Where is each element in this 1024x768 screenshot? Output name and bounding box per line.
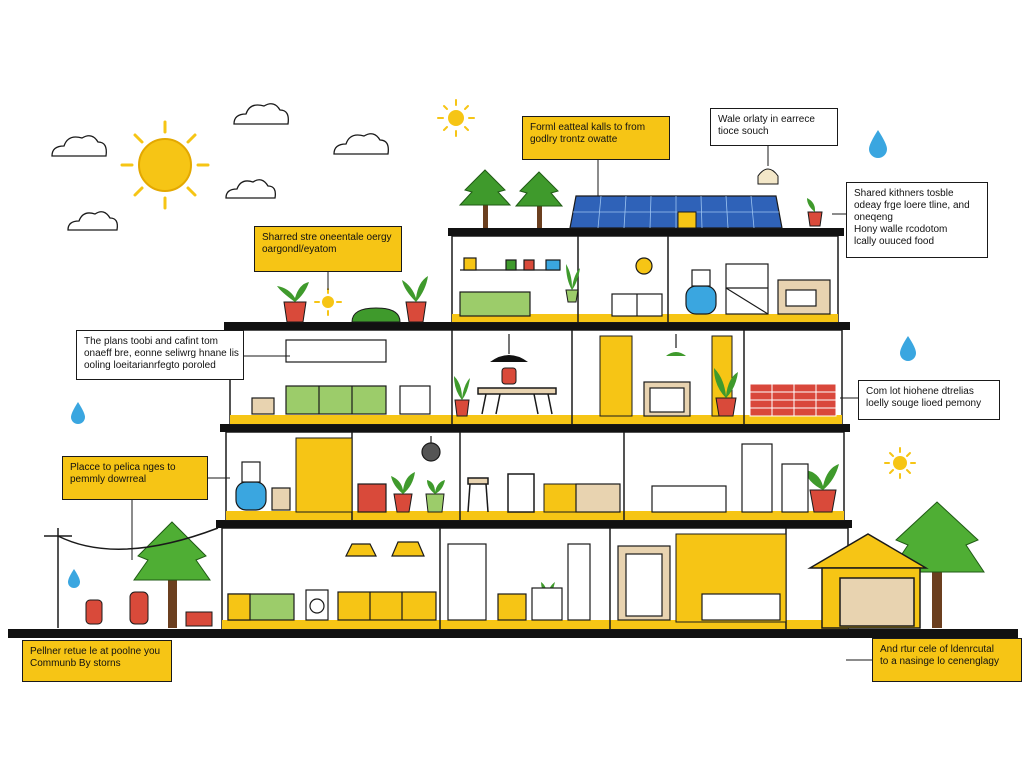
callout-rooftop-food: Forml eatteal kalls to from godlry tront…: [522, 116, 670, 160]
water-tank: [685, 269, 717, 315]
accent-wall: [295, 437, 353, 513]
callout-technology: And rtur cele of ldenrcutal to a nasinge…: [872, 638, 1022, 682]
callout-text: Shared kithners tosble: [854, 188, 954, 199]
brick-counter: [749, 383, 837, 417]
water-heater: [235, 461, 291, 511]
callout-text: to a nasinge lo cenenglagy: [880, 656, 999, 667]
power-pole-icon: [44, 527, 219, 628]
water-drop-icon: [900, 336, 916, 361]
tree-icon: [458, 169, 512, 228]
potted-plant-icon: [565, 264, 580, 303]
work-bench: [575, 443, 809, 513]
tree-icon: [133, 521, 211, 628]
small-sun-icon: [884, 447, 916, 479]
callout-text: Communb By storns: [30, 658, 121, 669]
shelf-unit: [459, 257, 561, 317]
callout-water-storage: Wale orlaty in earrece tioce souch: [710, 108, 838, 146]
potted-plant-icon: [714, 368, 738, 417]
potted-plant-icon: [402, 276, 428, 323]
side-table: [357, 436, 441, 513]
callout-text: onaeff bre, eonne seliwrg hnane lis: [84, 348, 239, 359]
callout-text: ooling loeitarianrfegto poroled: [84, 360, 216, 371]
shed-icon: [807, 533, 929, 629]
water-drop-icon: [71, 402, 85, 424]
storage-crates: [725, 263, 831, 315]
callout-text: The plans toobi and cafint tom: [84, 336, 218, 347]
gas-cylinder-icon: [85, 591, 213, 627]
callout-local-kitchens: Com lot hiohene dtrelias loelly souge li…: [858, 380, 1000, 420]
callout-text: And rtur cele of ldenrcutal: [880, 644, 994, 655]
callout-pantry-control: Placce to pelica nges to pemmly dowrreal: [62, 456, 208, 500]
potted-plant-icon: [805, 464, 839, 513]
small-sun-icon: [437, 99, 475, 137]
callout-text: pemmly dowrreal: [70, 474, 147, 485]
ground-line: [8, 629, 1018, 638]
callout-text: oargondl/eyatom: [262, 244, 337, 255]
potted-plant-icon: [425, 480, 445, 513]
cloud-icon: [233, 103, 289, 125]
rooftop-garden: [351, 211, 697, 323]
cloud-icon: [51, 135, 107, 157]
tree-icon: [889, 501, 985, 628]
callout-text: tioce souch: [718, 126, 769, 137]
callout-text: oneqeng: [854, 212, 893, 223]
callout-plants-tools: The plans toobi and cafint tom onaeff br…: [76, 330, 244, 380]
potted-plant-icon: [807, 198, 823, 227]
cloud-icon: [333, 133, 389, 155]
callout-community-systems: Pellner retue le at poolne you Communb B…: [22, 640, 172, 682]
water-drop-icon: [68, 569, 80, 588]
pendant-lamp-icon: [666, 334, 686, 356]
ground-doors: [447, 543, 781, 621]
callout-text: Sharred stre oneentale oergy: [262, 232, 392, 243]
callout-text: Wale orlaty in earrece: [718, 114, 815, 125]
callout-shared-energy: Sharred stre oneentale oergy oargondl/ey…: [254, 226, 402, 272]
water-drop-icon: [869, 130, 887, 158]
ground-kitchen: [227, 541, 437, 621]
pendant-lamp-icon: [490, 334, 528, 385]
cabinet: [611, 257, 663, 317]
desk: [643, 381, 691, 417]
small-sun-icon: [314, 288, 342, 316]
callout-text: Com lot hiohene dtrelias: [866, 386, 974, 397]
callout-text: Pellner retue le at poolne you: [30, 646, 161, 657]
kitchen-counter: [251, 339, 431, 415]
solar-panel-icon: [569, 195, 783, 229]
callout-text: odeay frge loere tline, and: [854, 200, 970, 211]
callout-text: Forml eatteal kalls to from: [530, 122, 646, 133]
potted-plant-icon: [391, 472, 415, 513]
callout-text: Hony walle rcodotom: [854, 224, 948, 235]
callout-text: lcally ouuced food: [854, 236, 935, 247]
sun-icon: [120, 120, 210, 210]
tree-icon: [514, 171, 564, 228]
callout-text: loelly souge lioed pemony: [866, 398, 982, 409]
bar-stool: [467, 473, 535, 513]
callout-text: Placce to pelica nges to: [70, 462, 176, 473]
callout-text: godlry trontz owatte: [530, 134, 618, 145]
dining-table: [477, 387, 557, 415]
potted-plant-icon: [277, 282, 309, 323]
cloud-icon: [225, 179, 276, 199]
accent-wall: [599, 335, 633, 417]
callout-shared-kitchens: Shared kithners tosble odeay frge loere …: [846, 182, 988, 258]
potted-plant-icon: [454, 376, 470, 417]
cloud-icon: [67, 211, 118, 231]
hanging-lamp: [757, 148, 779, 185]
